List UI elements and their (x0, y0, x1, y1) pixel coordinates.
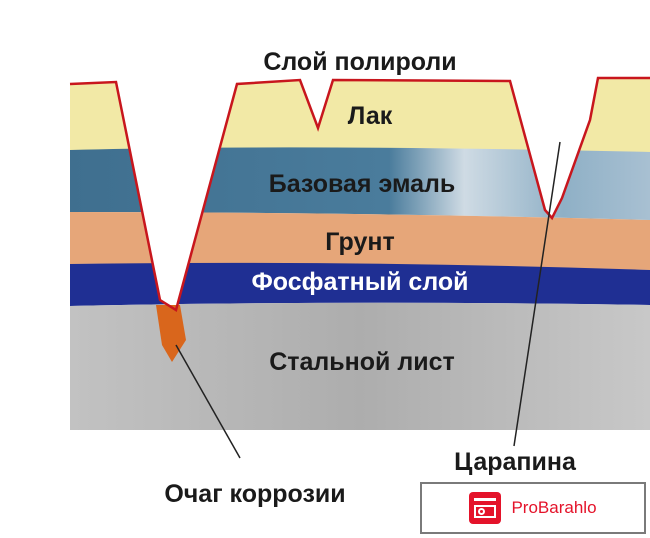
primer-layer (70, 212, 650, 270)
watermark-text: ProBarahlo (511, 498, 597, 517)
corrosion-pointer (175, 344, 241, 459)
label-steel: Стальной лист (269, 348, 455, 376)
label-lacquer: Лак (348, 102, 393, 130)
probarahlo-watermark[interactable]: ProBarahlo (420, 482, 646, 534)
label-corrosion: Очаг коррозии (164, 480, 345, 508)
label-polish: Слой полироли (263, 48, 456, 76)
scratch-pointer (513, 141, 561, 447)
label-phosphate: Фосфатный слой (251, 268, 468, 296)
steel-layer (70, 302, 650, 430)
polish-outline (69, 76, 650, 312)
label-scratch: Царапина (454, 448, 577, 476)
corrosion-spot (156, 305, 186, 362)
label-base-enamel: Базовая эмаль (269, 170, 456, 198)
label-primer: Грунт (325, 228, 394, 256)
phosphate-layer (70, 262, 650, 306)
gadget-icon (469, 492, 502, 524)
